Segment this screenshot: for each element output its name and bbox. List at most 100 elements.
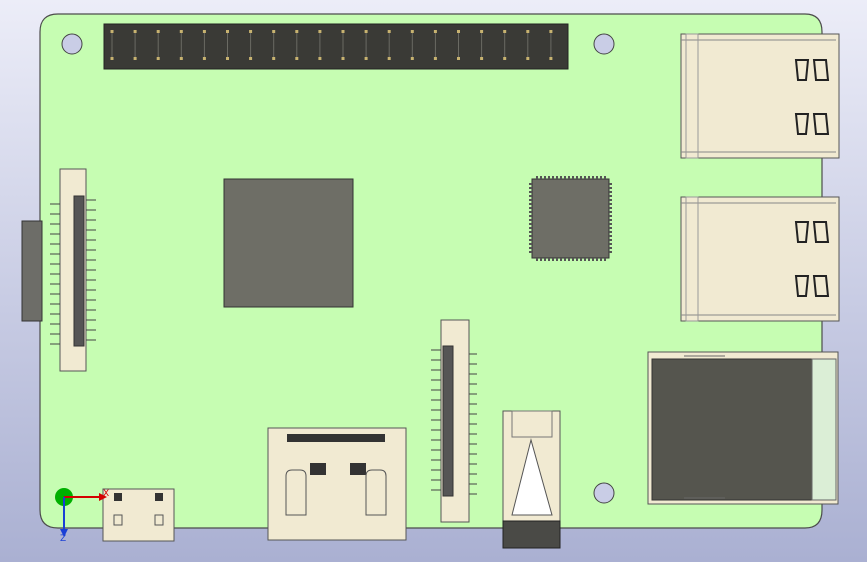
gpio-pin xyxy=(410,30,414,33)
qfn-pin xyxy=(529,223,532,225)
qfn-pin xyxy=(609,231,612,233)
triad-z-label: Z xyxy=(60,534,67,544)
qfn-pin xyxy=(588,176,590,179)
qfn-pin xyxy=(604,176,606,179)
gpio-pin xyxy=(341,57,345,60)
qfn-pin xyxy=(584,258,586,261)
mounting-hole-top-right xyxy=(593,33,615,55)
gpio-pin xyxy=(202,57,206,60)
gpio-pin xyxy=(549,57,553,60)
gpio-pin xyxy=(272,30,276,33)
gpio-pin xyxy=(156,57,160,60)
qfn-pin xyxy=(529,227,532,229)
qfn-pin xyxy=(529,195,532,197)
audio-jack[interactable] xyxy=(502,410,561,549)
qfn-pin xyxy=(548,258,550,261)
display-connector[interactable] xyxy=(21,168,96,372)
qfn-pin xyxy=(536,176,538,179)
gpio-pin xyxy=(387,30,391,33)
qfn-pin xyxy=(560,258,562,261)
qfn-pin xyxy=(600,258,602,261)
usb-port-bottom[interactable] xyxy=(680,196,840,322)
gpio-pin xyxy=(387,57,391,60)
gpio-pin xyxy=(341,30,345,33)
gpio-pin xyxy=(133,30,137,33)
soc-chip[interactable] xyxy=(223,178,354,308)
ethernet-jack[interactable] xyxy=(647,351,839,505)
qfn-pin xyxy=(596,258,598,261)
qfn-pin xyxy=(609,207,612,209)
qfn-pin xyxy=(584,176,586,179)
qfn-pin xyxy=(609,227,612,229)
qfn-pin xyxy=(604,258,606,261)
gpio-pin xyxy=(457,30,460,33)
qfn-pin xyxy=(529,219,532,221)
mounting-hole-top-left xyxy=(61,33,83,55)
qfn-pin xyxy=(529,203,532,205)
gpio-pin xyxy=(549,30,553,33)
qfn-pin xyxy=(580,176,582,179)
qfn-pin xyxy=(609,247,612,249)
qfn-pin xyxy=(529,251,532,253)
gpio-pin xyxy=(272,57,276,60)
gpio-pin xyxy=(503,30,507,33)
micro-usb-power[interactable] xyxy=(102,488,175,542)
gpio-pin xyxy=(480,57,484,60)
qfn-pin xyxy=(540,176,542,179)
qfn-pin xyxy=(576,176,578,179)
gpio-pin xyxy=(318,57,322,60)
qfn-pin xyxy=(609,195,612,197)
hdmi-connector[interactable] xyxy=(267,427,407,541)
pcb-board[interactable] xyxy=(39,13,823,529)
qfn-pin xyxy=(568,176,570,179)
gpio-pin xyxy=(364,57,368,60)
qfn-pin xyxy=(592,258,594,261)
gpio-pin xyxy=(156,30,160,33)
qfn-pin xyxy=(568,258,570,261)
qfn-pin xyxy=(529,207,532,209)
qfn-pin xyxy=(564,258,566,261)
gpio-pin xyxy=(110,30,114,33)
triad-x-label: X xyxy=(103,489,110,499)
qfn-pin xyxy=(609,203,612,205)
gpio-pin xyxy=(318,30,322,33)
gpio-pin xyxy=(249,57,253,60)
qfn-pin xyxy=(548,176,550,179)
qfn-pin xyxy=(529,183,532,185)
qfn-pin xyxy=(540,258,542,261)
qfn-pin xyxy=(609,251,612,253)
qfn-pin xyxy=(529,239,532,241)
qfn-pin xyxy=(552,258,554,261)
mounting-hole-bottom-right xyxy=(593,482,615,504)
gpio-header[interactable] xyxy=(103,23,569,70)
gpio-pin xyxy=(110,57,114,60)
qfn-pin xyxy=(609,199,612,201)
gpio-pin xyxy=(526,30,530,33)
qfn-pin xyxy=(529,187,532,189)
qfn-pin xyxy=(544,176,546,179)
qfn-pin xyxy=(529,199,532,201)
qfn-pin xyxy=(536,258,538,261)
qfn-pin xyxy=(529,215,532,217)
qfn-pin xyxy=(572,176,574,179)
qfn-pin xyxy=(529,243,532,245)
qfn-pin xyxy=(609,243,612,245)
qfn-pin xyxy=(529,211,532,213)
gpio-pin xyxy=(457,57,460,60)
qfn-pin xyxy=(576,258,578,261)
qfn-pin xyxy=(529,231,532,233)
gpio-pin xyxy=(179,30,183,33)
usb-controller-chip[interactable] xyxy=(529,176,612,261)
qfn-pin xyxy=(556,258,558,261)
qfn-pin xyxy=(609,183,612,185)
qfn-pin xyxy=(572,258,574,261)
qfn-pin xyxy=(609,187,612,189)
gpio-pin xyxy=(202,30,206,33)
gpio-pin xyxy=(226,57,229,60)
usb-port-top[interactable] xyxy=(680,33,840,159)
camera-connector[interactable] xyxy=(431,319,477,523)
qfn-pin xyxy=(529,235,532,237)
gpio-pin xyxy=(503,57,507,60)
